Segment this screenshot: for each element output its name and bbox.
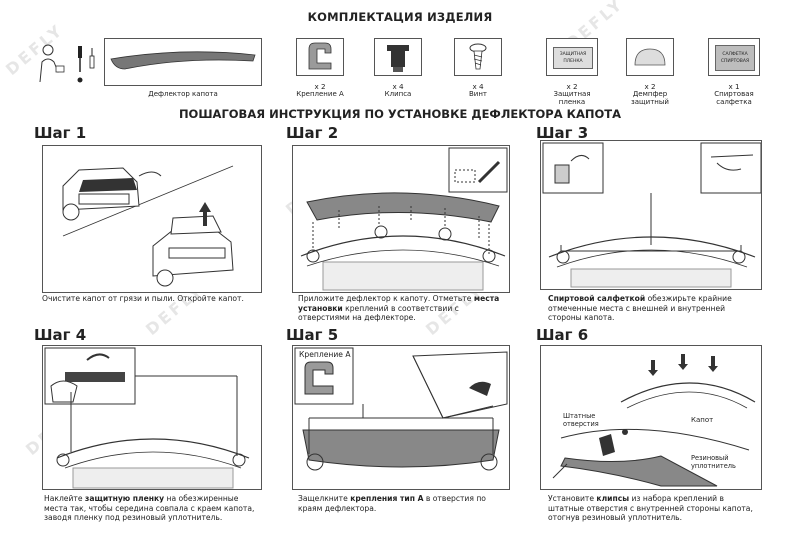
deflector-marking-diagram: [300, 147, 508, 291]
kit-deflector-box: [104, 38, 262, 86]
degrease-diagram: [542, 142, 761, 288]
damper-icon: [634, 48, 666, 66]
kit-label-screw: Винт: [468, 90, 487, 98]
kit-label-clip-a: Крепление А: [296, 90, 344, 98]
kit-label-damper: Демпфер защитный: [631, 90, 669, 106]
step-5-text-part: Защелкните: [298, 494, 351, 503]
step-4-text-part: на обезжиренные места так, чтобы середин…: [44, 494, 255, 523]
kit-clip-a-box: [296, 38, 344, 76]
kit-label-wipe: Спиртовая салфетка: [714, 90, 754, 106]
film-pack-icon: ЗАЩИТНАЯ ПЛЕНКА: [553, 47, 593, 69]
step-6-text-bold: клипсы: [596, 494, 630, 503]
kit-label-klipsa: Клипса: [384, 90, 412, 98]
step-6-label-seal: Резиновый уплотнитель: [691, 454, 736, 470]
kit-klipsa-box: [374, 38, 422, 76]
step-2-text: Приложите дефлектор к капоту. Отметьте м…: [298, 294, 508, 323]
kit-qty-klipsa: x 4: [392, 82, 404, 91]
step-6-text: Установите клипсы из набора креплений в …: [548, 494, 762, 523]
instructions-title: ПОШАГОВАЯ ИНСТРУКЦИЯ ПО УСТАНОВКЕ ДЕФЛЕК…: [178, 107, 622, 121]
step-4-text-bold: защитную пленку: [84, 494, 165, 503]
screw-icon: [469, 43, 487, 70]
step-6-text-part: Установите: [548, 494, 597, 503]
step-6-illustration: Штатные отверстия Капот Резиновый уплотн…: [540, 345, 762, 490]
clip-a-icon: [308, 42, 332, 70]
kit-film-box: ЗАЩИТНАЯ ПЛЕНКА: [546, 38, 598, 76]
kit-qty-wipe: x 1: [728, 82, 740, 91]
kit-title: КОМПЛЕКТАЦИЯ ИЗДЕЛИЯ: [307, 10, 493, 24]
step-5-illustration: Крепление А: [292, 345, 510, 490]
kit-wipe-box: САЛФЕТКА СПИРТОВАЯ: [708, 38, 760, 76]
step-4-illustration: [42, 345, 262, 490]
step-3-illustration: [540, 140, 762, 290]
step-4-text: Наклейте защитную пленку на обезжиренные…: [44, 494, 264, 523]
kit-qty-clip-a: x 2: [314, 82, 326, 91]
step-5-text: Защелкните крепления тип А в отверстия п…: [298, 494, 508, 513]
step-1-title: Шаг 1: [34, 124, 87, 142]
step-1-text: Очистите капот от грязи и пыли. Откройте…: [42, 294, 262, 304]
step-6-label-holes: Штатные отверстия: [563, 412, 599, 428]
step-3-text: Спиртовой салфеткой обезжирьте крайние о…: [548, 294, 760, 323]
step-5-title: Шаг 5: [286, 326, 339, 344]
step-3-text-bold: Спиртовой салфеткой: [548, 294, 646, 303]
wipe-pack-icon: САЛФЕТКА СПИРТОВАЯ: [715, 45, 755, 71]
step-1-text-part: Очистите капот от грязи и пыли. Откройте…: [42, 294, 244, 303]
kit-screw-box: [454, 38, 502, 76]
klipsa-icon: [387, 45, 409, 72]
kit-qty-damper: x 2: [644, 82, 656, 91]
step-4-text-part: Наклейте: [44, 494, 85, 503]
kit-damper-box: [626, 38, 674, 76]
step-1-illustration: [42, 145, 262, 293]
step-6-text-part: из набора креплений в штатные отверстия …: [548, 494, 753, 523]
klipsa-install-diagram: [552, 354, 756, 487]
person-with-tools-icon: [39, 44, 95, 83]
step-2-text-bold: места установки: [298, 294, 500, 313]
kit-qty-film: x 2: [566, 82, 578, 91]
step-3-text-part: обезжирьте крайние отмеченные места с вн…: [548, 294, 732, 323]
step-5-clip-label: Крепление А: [299, 350, 351, 359]
kit-row: Дефлектор капота x 2 Крепление А x 4 Кли…: [0, 38, 800, 106]
step-2-text-part: креплений в соответствии с отверстиями н…: [298, 303, 459, 323]
step-2-illustration: [292, 145, 510, 293]
clip-install-diagram: [294, 347, 508, 471]
deflector-icon: [110, 51, 256, 70]
step-2-text-part: Приложите дефлектор к капоту. Отметьте: [298, 294, 474, 303]
step-5-text-part: в отверстия по краям дефлектора.: [298, 494, 486, 513]
kit-label-film: Защитная пленка: [553, 90, 591, 106]
car-hood-open-icon: [62, 165, 234, 287]
step-6-label-hood: Капот: [691, 416, 714, 424]
protective-film-diagram: [44, 347, 250, 489]
step-4-title: Шаг 4: [34, 326, 87, 344]
step-5-text-bold: крепления тип А: [350, 494, 424, 503]
step-3-title: Шаг 3: [536, 124, 589, 142]
step-2-title: Шаг 2: [286, 124, 339, 142]
step-6-title: Шаг 6: [536, 326, 589, 344]
kit-qty-screw: x 4: [472, 82, 484, 91]
kit-label-deflector: Дефлектор капота: [148, 90, 218, 98]
